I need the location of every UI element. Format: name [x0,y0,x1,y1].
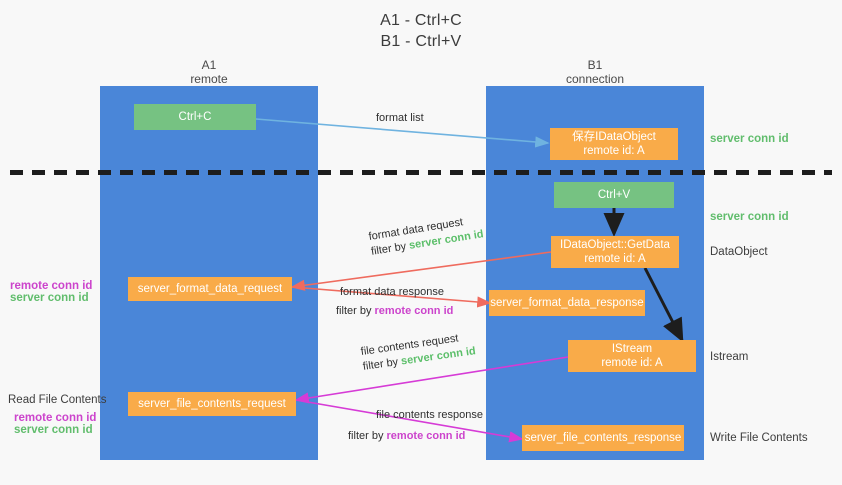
annotation-right-server-conn-id-1: server conn id [710,132,789,146]
file-resp-filter-prefix: filter by [348,430,387,442]
annotation-right-dataobject: DataObject [710,245,768,259]
node-istream-line1: IStream [611,343,653,355]
annotation-right-istream-text: Istream [710,351,749,363]
edge-label-file-contents-response-line2: filter by remote conn id [348,429,483,444]
file-resp-filter-key: remote conn id [386,430,466,442]
node-save-idataobject-line1: 保存IDataObject [572,131,656,143]
annotation-right-dataobject-text: DataObject [710,246,768,258]
lane-a1-name: A1 [201,58,217,72]
annotation-left-remote-conn-id-2-text: remote conn id [14,412,97,424]
annotation-left-server-conn-id-1-text: server conn id [10,292,89,304]
edge-label-format-data-response-line2: filter by remote conn id [336,304,453,319]
node-istream-line2: remote id: A [601,357,663,369]
annotation-left-read-file-contents: Read File Contents [8,393,106,407]
node-server-file-contents-response[interactable]: server_file_contents_response [522,425,684,451]
edge-label-format-data-response: format data response filter by remote co… [336,285,453,319]
annotation-left-remote-conn-id-2: remote conn id [14,411,96,425]
edge-label-format-list: format list [376,111,424,126]
annotation-right-write-file-contents-text: Write File Contents [710,432,808,444]
annotation-left-server-conn-id-1: server conn id [10,291,89,305]
lane-header-b1: B1 connection [486,58,704,86]
node-server-file-contents-request[interactable]: server_file_contents_request [128,392,296,416]
node-server-file-contents-response-label: server_file_contents_response [524,432,682,444]
annotation-left-read-file-contents-text: Read File Contents [8,394,107,406]
title-line-1: A1 - Ctrl+C [380,12,462,29]
node-ctrl-v[interactable]: Ctrl+V [554,182,674,208]
node-server-format-data-request-label: server_format_data_request [137,283,283,295]
node-save-idataobject[interactable]: 保存IDataObject remote id: A [550,128,678,160]
node-idataobject-getdata-line1: IDataObject::GetData [560,239,670,251]
fmt-resp-filter-key: remote conn id [374,305,454,317]
annotation-left-server-conn-id-2: server conn id [14,423,93,437]
node-ctrl-c-label: Ctrl+C [178,111,212,123]
annotation-right-istream: Istream [710,350,748,364]
node-idataobject-getdata-line2: remote id: A [584,253,646,265]
page-title: A1 - Ctrl+C B1 - Ctrl+V [0,10,842,52]
node-server-format-data-request[interactable]: server_format_data_request [128,277,292,301]
annotation-left-remote-conn-id-1: remote conn id [10,279,92,293]
node-server-file-contents-request-label: server_file_contents_request [138,398,286,410]
annotation-right-server-conn-id-2-text: server conn id [710,211,789,223]
node-idataobject-getdata[interactable]: IDataObject::GetData remote id: A [551,236,679,268]
annotation-right-write-file-contents: Write File Contents [710,431,808,445]
lane-header-a1: A1 remote [100,58,318,86]
annotation-left-server-conn-id-2-text: server conn id [14,424,93,436]
edge-label-format-data-request: format data request filter by server con… [368,212,485,259]
annotation-right-server-conn-id-2: server conn id [710,210,789,224]
node-server-format-data-response-label: server_format_data_response [490,297,644,309]
node-ctrl-c[interactable]: Ctrl+C [134,104,256,130]
node-istream[interactable]: IStream remote id: A [568,340,696,372]
phase-divider [10,170,832,175]
title-line-2: B1 - Ctrl+V [380,33,462,50]
lane-b1-name: B1 [587,58,603,72]
file-req-filter-prefix: filter by [362,355,402,373]
node-ctrl-v-label: Ctrl+V [597,189,631,201]
fmt-resp-filter-prefix: filter by [336,305,375,317]
node-save-idataobject-line2: remote id: A [583,145,645,157]
lane-b1-sub: connection [565,72,625,86]
edge-label-format-data-response-line1: format data response [340,286,444,298]
node-server-format-data-response[interactable]: server_format_data_response [489,290,645,316]
lane-a1-sub: remote [190,72,228,86]
edge-label-file-contents-response: file contents response filter by remote … [348,408,484,444]
annotation-left-remote-conn-id-1-text: remote conn id [10,280,93,292]
edge-label-file-contents-response-line1: file contents response [376,409,484,421]
annotation-right-server-conn-id-1-text: server conn id [710,133,789,145]
edge-label-file-contents-request: file contents request filter by server c… [360,329,477,375]
edge-label-format-list-text: format list [376,112,424,124]
